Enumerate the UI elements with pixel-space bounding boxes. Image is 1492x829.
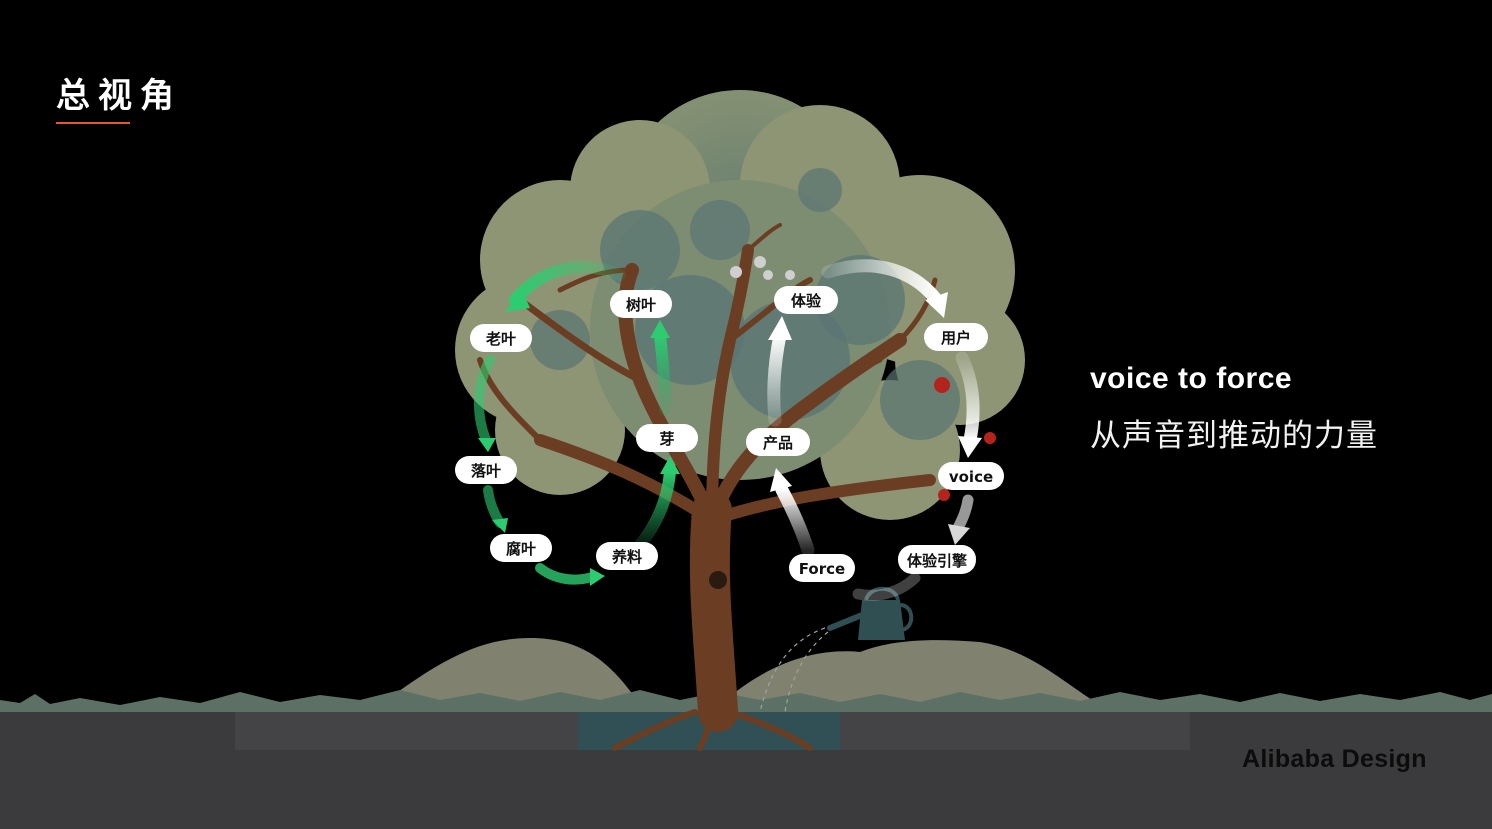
node-experience-engine-label: 体验引擎: [907, 552, 967, 570]
arrow-engine-to-force: [852, 572, 921, 601]
arrow-oldleaf-to-fallenleaf: [474, 355, 495, 445]
node-fallen-leaf-label: 落叶: [471, 462, 501, 480]
node-experience-label: 体验: [791, 292, 822, 310]
node-user: 用户: [924, 323, 988, 351]
node-force-label: Force: [799, 560, 845, 578]
node-fallen-leaf: 落叶: [455, 456, 517, 484]
node-nutrient: 养料: [596, 542, 658, 570]
hill-left: [380, 638, 640, 705]
watering-can-icon: [759, 586, 914, 713]
node-product: 产品: [746, 428, 810, 456]
node-bud-label: 芽: [659, 430, 674, 448]
node-experience-engine: 体验引擎: [898, 545, 976, 574]
node-old-leaf: 老叶: [470, 324, 532, 352]
arrow-voice-to-engine: [952, 494, 974, 534]
node-product-label: 产品: [763, 434, 793, 452]
arrow-rottenleaf-to-nutrient: [535, 563, 597, 585]
arrow-bud-to-leaf: [654, 329, 671, 416]
nature-cycle-arrows: [474, 261, 680, 586]
blossoms: [730, 256, 795, 280]
node-old-leaf-label: 老叶: [485, 330, 516, 348]
arrow-fallenleaf-to-rottenleaf: [483, 485, 505, 528]
tagline-english: voice to force: [1090, 362, 1293, 395]
node-voice: voice: [938, 462, 1004, 490]
arrow-leaf-to-oldleaf: [509, 261, 626, 306]
node-voice-label: voice: [949, 468, 993, 486]
arrow-nutrient-to-bud: [634, 466, 676, 551]
hill-right: [720, 640, 1100, 705]
fruits: [934, 377, 996, 501]
tagline: voice to force 从声音到推动的力量: [1090, 362, 1378, 455]
node-leaf: 树叶: [610, 290, 672, 318]
arrow-force-to-product: [775, 483, 815, 557]
node-rotten-leaf-label: 腐叶: [506, 540, 536, 558]
tagline-chinese: 从声音到推动的力量: [1090, 418, 1378, 454]
node-experience: 体验: [774, 286, 838, 314]
arrow-experience-to-user: [821, 259, 942, 305]
grass-strip: [0, 690, 1492, 712]
page-title: 总视角: [56, 76, 182, 116]
node-user-label: 用户: [941, 329, 971, 347]
node-bud: 芽: [636, 424, 698, 452]
product-cycle-arrows: [767, 259, 982, 601]
ground-group: [0, 638, 1492, 829]
title-underline: [56, 122, 130, 124]
node-force: Force: [789, 554, 855, 582]
trunk-knot: [709, 571, 727, 589]
arrow-product-to-experience: [767, 328, 787, 427]
arrow-user-to-voice: [955, 351, 980, 447]
brand-logo: Alibaba Design: [1242, 745, 1427, 773]
node-leaf-label: 树叶: [626, 296, 656, 314]
node-nutrient-label: 养料: [611, 548, 642, 566]
tree-trunk: [477, 223, 938, 751]
node-rotten-leaf: 腐叶: [490, 534, 552, 562]
